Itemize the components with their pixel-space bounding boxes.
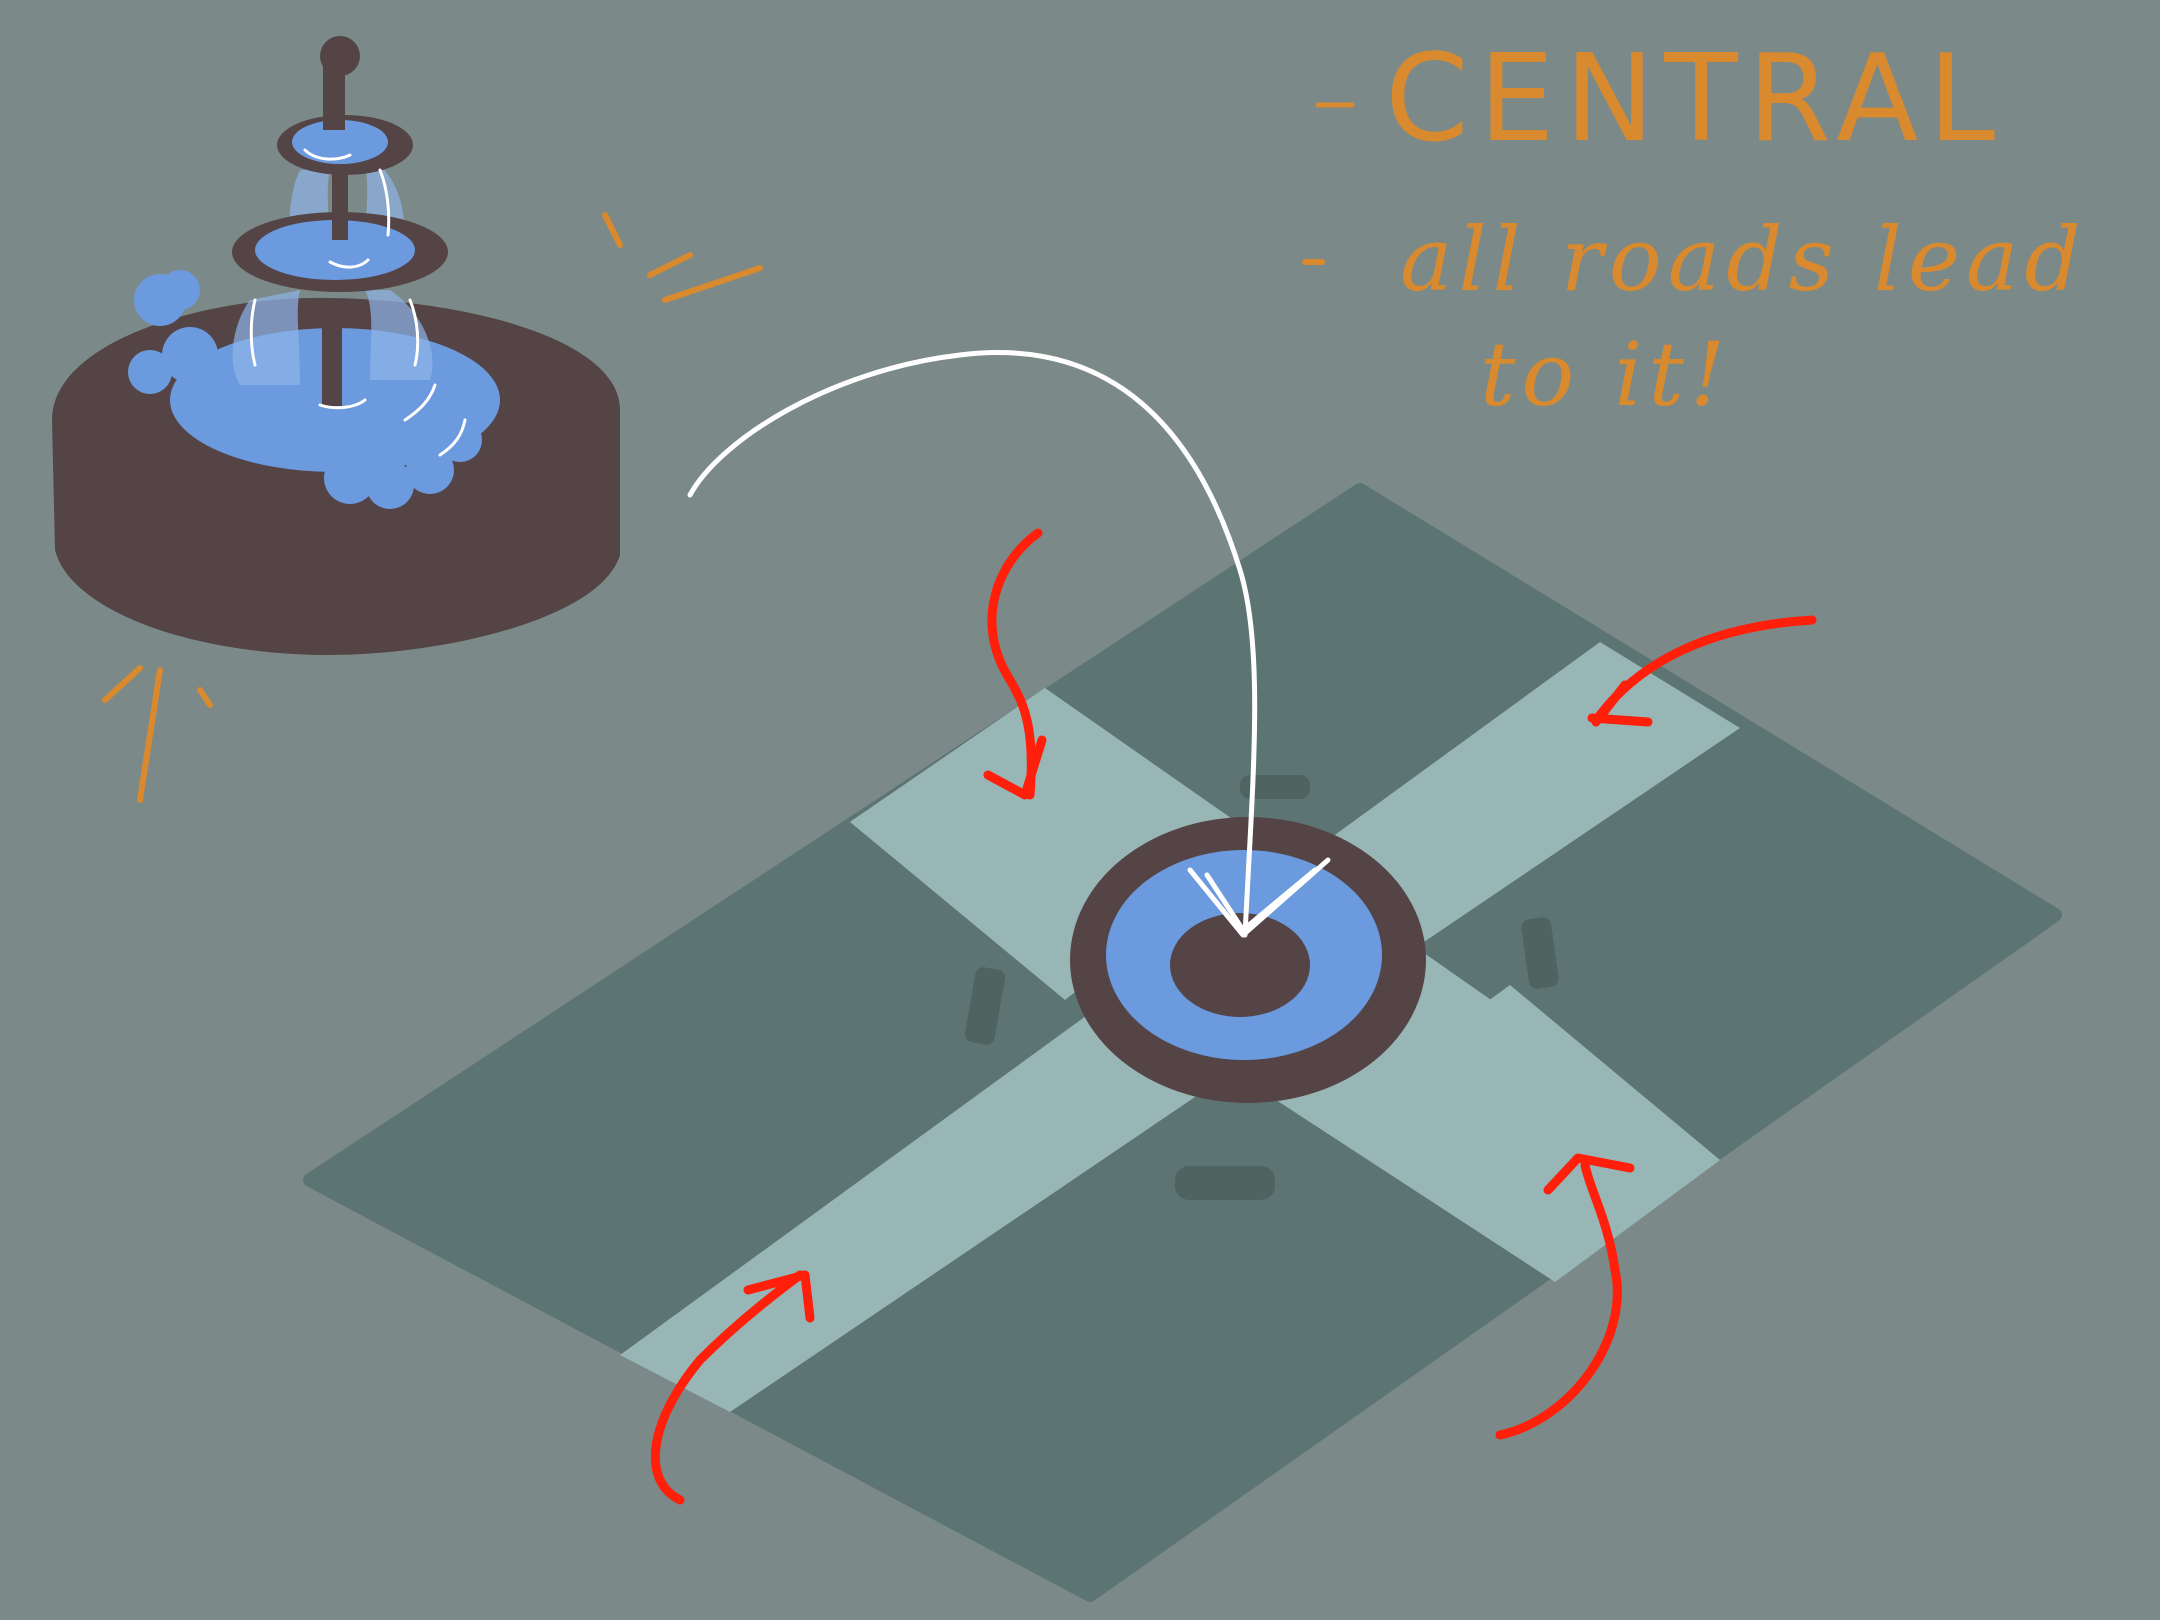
water-highlights [249,148,467,457]
fountain-column [332,168,348,240]
note-line: all roads lead [1400,208,2087,311]
curved-arrow-icon [743,1270,815,1323]
fountain-column [323,60,345,130]
curved-arrow-icon [1495,1160,1622,1440]
note-title: CENTRAL [1385,30,2005,169]
curved-arrow-icon [1587,680,1653,727]
fountain-column [322,318,342,406]
pointer-arrow [687,350,1331,938]
tiered-fountain-icon [52,36,763,803]
fountain-tier-middle [255,220,415,280]
annotation: CENTRAL all roads lead to it! [1302,30,2087,426]
curved-arrow-icon [1543,1153,1635,1195]
fountain-finial [320,36,360,76]
bollard [964,967,1006,1045]
pointer-head [1187,857,1331,938]
curved-arrow-icon [650,1270,805,1505]
curved-arrow-icon [983,735,1047,800]
ring-marker-icon [1070,817,1426,1103]
pointer-shaft [687,350,1258,938]
curved-arrow-icon [987,528,1043,800]
bollard [1521,917,1559,989]
water-veil [232,290,300,385]
fountain-tier-top [292,120,388,164]
note-line: to it! [1480,323,1731,426]
bollard [1240,775,1310,799]
emphasis-lines [102,212,763,803]
road-arrows [650,528,1817,1505]
bollard [1175,1166,1275,1200]
